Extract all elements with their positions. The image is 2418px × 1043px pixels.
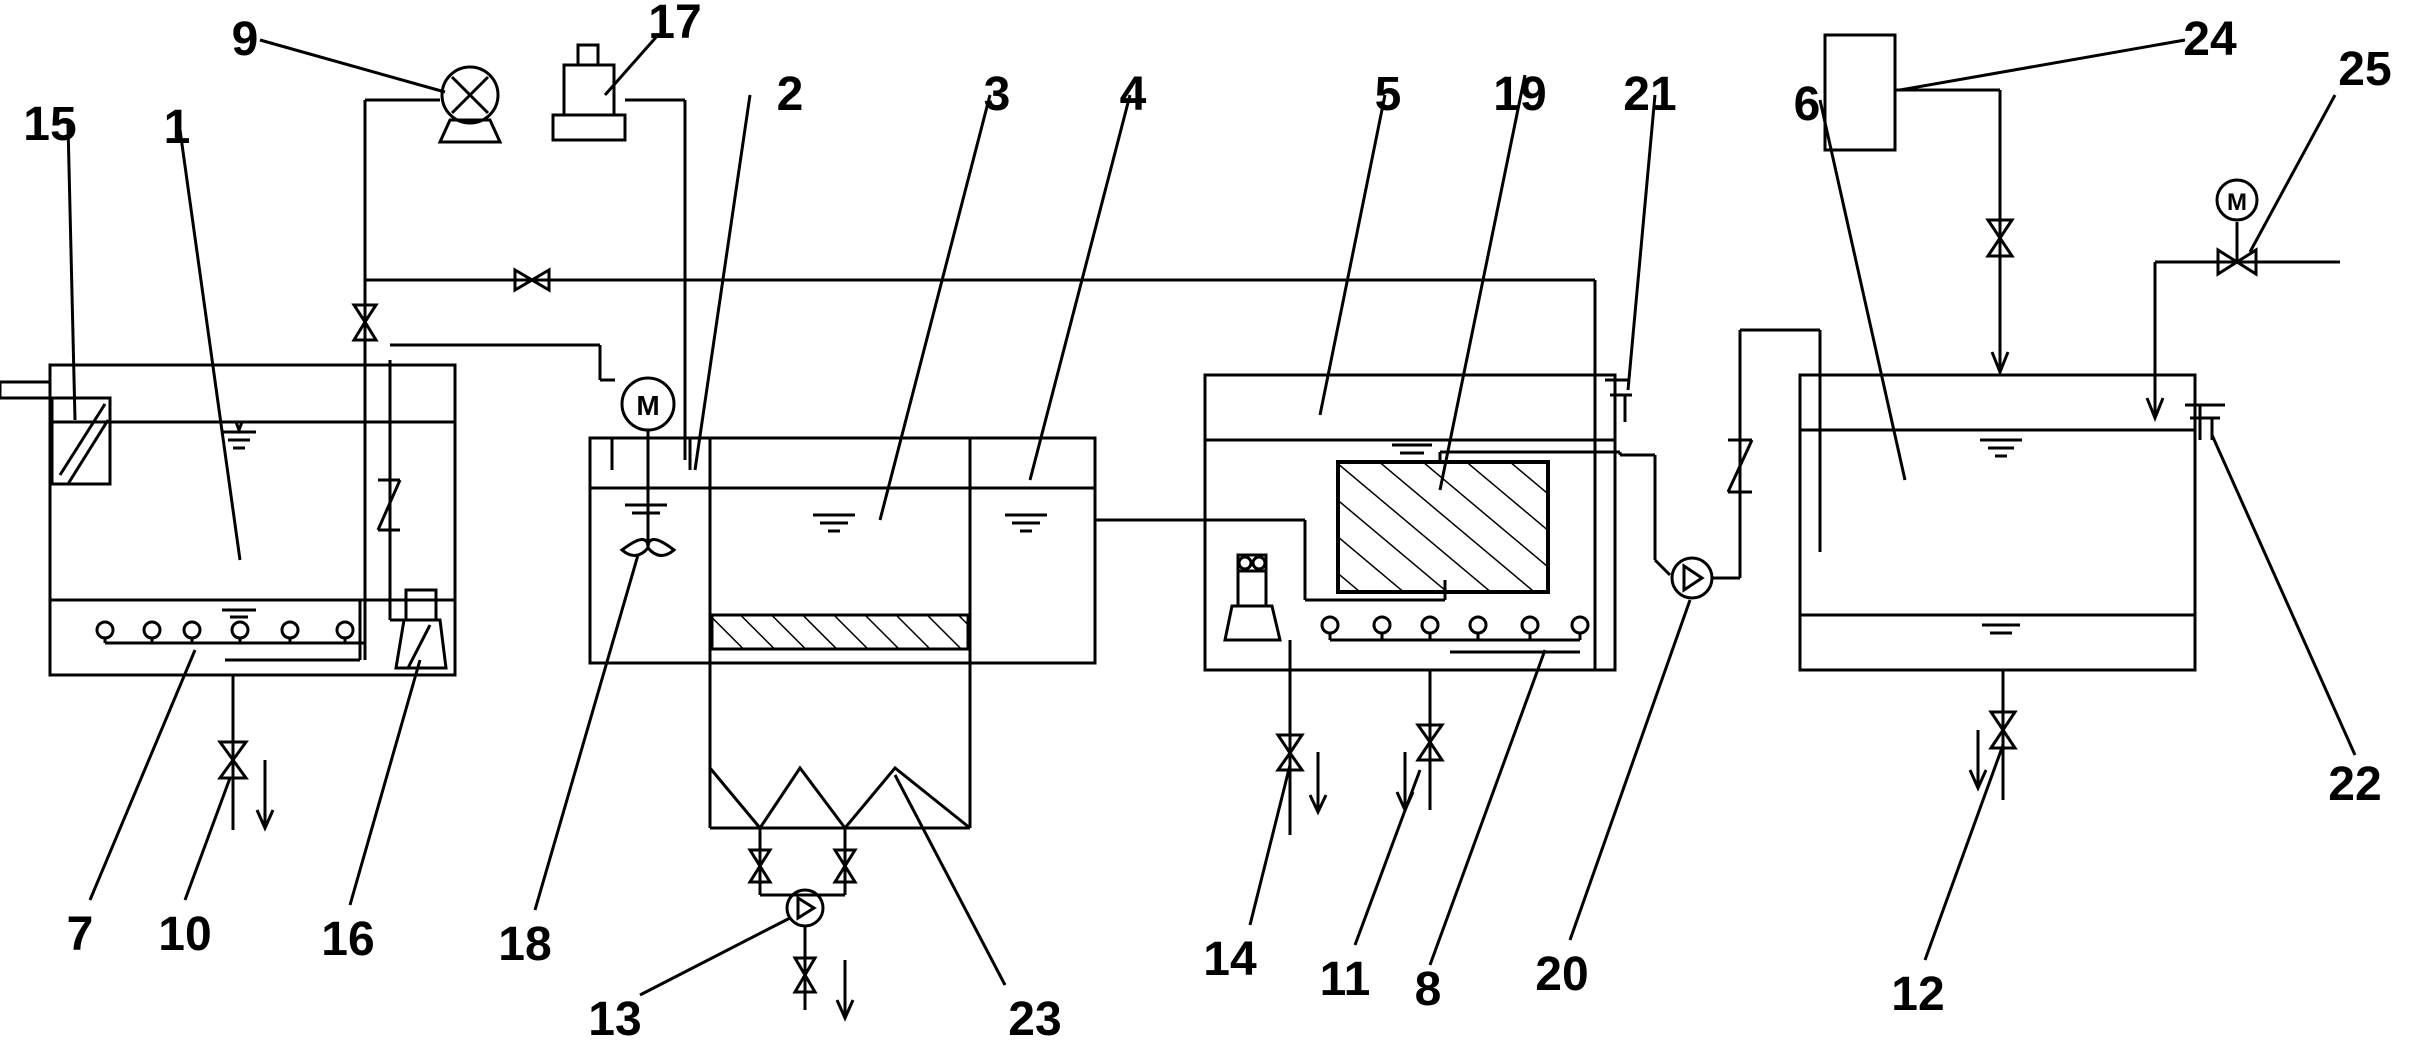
motor-label-25: M: [2227, 189, 2247, 216]
valve-icon: [1415, 723, 1445, 762]
aerator-icon: [1320, 615, 1590, 654]
water-level-icon: [222, 608, 256, 619]
label-4: 4: [1120, 68, 1147, 121]
air-pipe: [351, 98, 1597, 672]
dosing-pump-17: [551, 43, 687, 460]
motorized-valve-25: M: [2145, 178, 2340, 423]
water-level-icon: [813, 513, 855, 533]
tank-5: [1203, 373, 1672, 835]
tank-1: [0, 360, 457, 832]
label-10: 10: [158, 908, 211, 961]
label-6: 6: [1794, 78, 1821, 131]
motor-label: M: [636, 390, 659, 421]
arrow-icon: [1308, 794, 1328, 816]
label-14: 14: [1203, 933, 1257, 986]
aerator-icon: [95, 600, 365, 662]
label-9: 9: [232, 13, 259, 66]
water-level-icon: [1392, 443, 1432, 455]
valve-icon: [351, 303, 379, 342]
label-3: 3: [984, 68, 1011, 121]
callout-lines: [66, 34, 2357, 997]
valve-icon: [376, 478, 402, 532]
label-12: 12: [1891, 968, 1944, 1021]
label-18: 18: [498, 918, 551, 971]
tank-2-3-4: M: [588, 376, 1447, 1022]
label-8: 8: [1415, 963, 1442, 1016]
label-25: 25: [2338, 43, 2391, 96]
label-20: 20: [1535, 948, 1588, 1001]
membrane-module-19: [1336, 460, 1550, 594]
dosing-tank-24: [1823, 33, 2015, 377]
label-15: 15: [23, 98, 76, 151]
valve-icon: [792, 956, 818, 994]
pump-icon: [394, 588, 448, 670]
screen-15: [50, 396, 112, 486]
label-22: 22: [2328, 758, 2381, 811]
label-1: 1: [164, 101, 191, 154]
label-19: 19: [1493, 68, 1546, 121]
arrow-icon: [835, 999, 855, 1022]
filter-media: [710, 613, 970, 651]
label-24: 24: [2183, 13, 2237, 66]
motor-icon: M: [620, 376, 676, 432]
valve-icon: [513, 267, 551, 293]
number-labels: 9 17 2 3 4 5 19 21 6 24 25 15 1 7 10 16 …: [23, 0, 2391, 1043]
pump-20: [1670, 328, 1822, 600]
valve-icon: [1726, 438, 1754, 494]
motor-icon: M: [2215, 178, 2259, 222]
valve-icon: [747, 848, 773, 884]
label-11: 11: [1320, 953, 1371, 1006]
valve-icon: [2216, 247, 2258, 277]
water-level-icon: [625, 503, 667, 515]
label-17: 17: [648, 0, 701, 49]
arrow-icon: [255, 809, 275, 832]
valve-icon: [832, 848, 858, 884]
stirrer-icon: [619, 430, 677, 557]
water-level-icon: [222, 420, 256, 450]
arrow-icon: [1968, 769, 1988, 792]
label-13: 13: [588, 993, 641, 1043]
tank-6: [1798, 373, 2225, 800]
water-level-icon: [1005, 513, 1047, 533]
arrow-icon: [2145, 397, 2165, 423]
label-7: 7: [67, 908, 94, 961]
valve-icon: [1985, 218, 2015, 258]
label-5: 5: [1375, 68, 1402, 121]
blower-icon: [437, 65, 503, 144]
valve-icon: [217, 740, 249, 780]
pump-icon: [1223, 553, 1282, 642]
label-23: 23: [1008, 993, 1061, 1043]
label-21: 21: [1623, 68, 1676, 121]
water-level-icon: [1980, 438, 2022, 458]
label-16: 16: [321, 913, 374, 966]
arrow-icon: [1990, 351, 2010, 377]
water-level-icon: [1982, 623, 2020, 635]
label-2: 2: [777, 68, 804, 121]
